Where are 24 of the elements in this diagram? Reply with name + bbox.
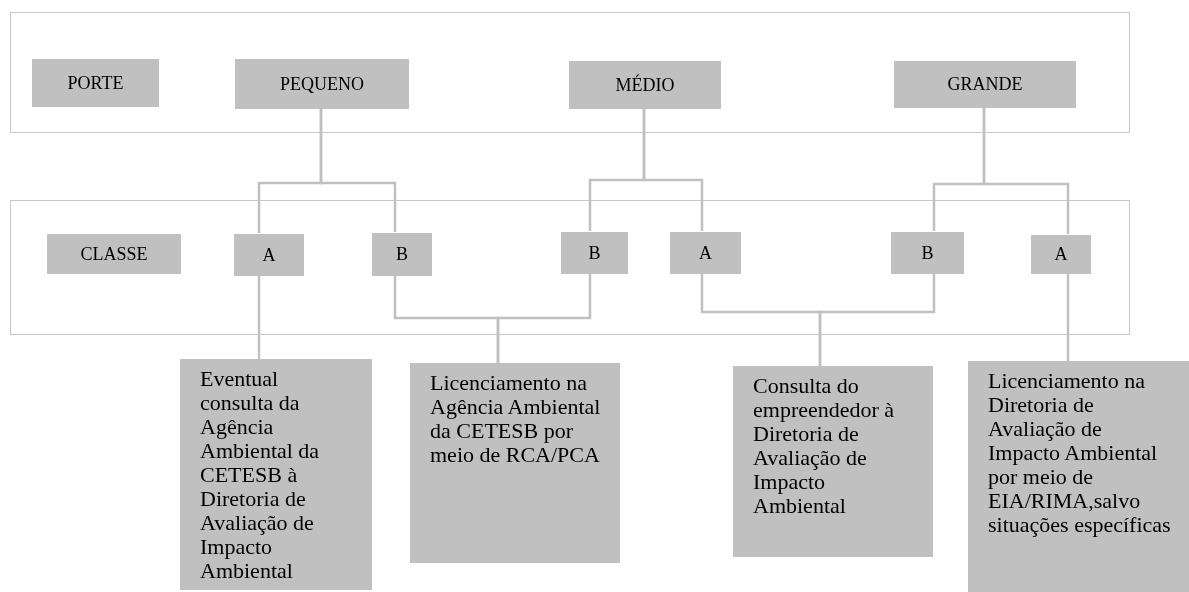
connector-line: [496, 273, 592, 363]
category-box: CLASSE: [47, 234, 181, 274]
outcome-box: Consulta do empreendedor à Diretoria de Avaliação de Impacto Ambiental: [733, 366, 933, 557]
outcome-box: Licenciamento na Diretoria de Avaliação de Impacto Ambiental por meio de EIA/RIMA,salvo situações específicas: [968, 361, 1189, 592]
category-box: MÉDIO: [569, 61, 721, 109]
connector-line: [319, 108, 397, 232]
category-box: PORTE: [32, 59, 159, 107]
category-box: B: [561, 232, 628, 274]
category-box: A: [670, 232, 741, 274]
category-box: A: [234, 234, 304, 276]
category-box: GRANDE: [894, 61, 1076, 108]
outcome-box: Licenciamento na Agência Ambiental da CETESB por meio de RCA/PCA: [410, 363, 620, 563]
category-box: PEQUENO: [235, 59, 409, 109]
category-box: A: [1031, 235, 1091, 274]
group-panel: [10, 200, 1130, 335]
connector-line: [257, 275, 261, 359]
connector-line: [1066, 273, 1070, 361]
category-box: B: [891, 232, 964, 274]
group-panel: [10, 12, 1130, 133]
category-box: B: [372, 233, 432, 276]
connector-line: [642, 108, 704, 231]
connector-line: [818, 273, 936, 366]
outcome-box: Eventual consulta da Agência Ambiental da CETESB à Diretoria de Avaliação de Impacto Ambiental: [180, 359, 372, 590]
connector-line: [982, 107, 1070, 234]
